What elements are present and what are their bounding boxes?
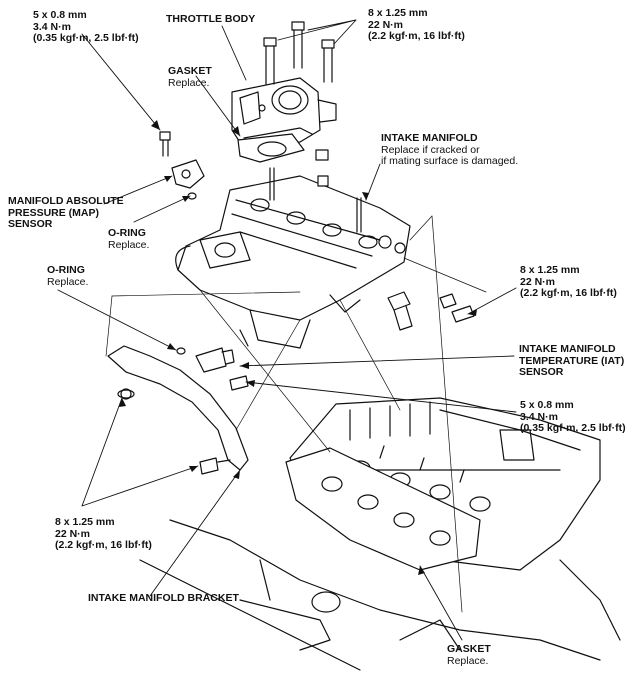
- intake-manifold-title: INTAKE MANIFOLD: [381, 132, 478, 144]
- oring-2-title: O-RING: [47, 264, 85, 276]
- map-sensor: [159, 131, 205, 200]
- map-bolt-size: 5 x 0.8 mm: [33, 9, 87, 21]
- oring-2-label: O-RING Replace.: [47, 264, 89, 288]
- oring-1-note: Replace.: [108, 238, 150, 251]
- oring-1-label: O-RING Replace.: [108, 227, 150, 251]
- iat-bolt-torque-nm: 3.4 N·m: [520, 410, 558, 423]
- leader-lines: [57, 19, 517, 641]
- iat-sensor-label: INTAKE MANIFOLD TEMPERATURE (IAT) SENSOR: [519, 343, 625, 379]
- map-sensor-label: MANIFOLD ABSOLUTE PRESSURE (MAP) SENSOR: [8, 195, 124, 231]
- right-bolts: [387, 291, 475, 331]
- right-bolt-size: 8 x 1.25 mm: [520, 264, 580, 276]
- map-sensor-line-3: SENSOR: [8, 218, 53, 230]
- bracket-bolt-torque-alt: (2.2 kgf·m, 16 lbf·ft): [55, 539, 152, 551]
- throttle-bolt-torque-alt: (2.2 kgf·m, 16 lbf·ft): [368, 30, 465, 42]
- bracket-bolt-torque-nm: 22 N·m: [55, 527, 91, 540]
- manifold-studs: [269, 149, 362, 233]
- throttle-gasket: [237, 133, 305, 163]
- throttle-bolt-size: 8 x 1.25 mm: [368, 7, 428, 19]
- intake-manifold-label: INTAKE MANIFOLD Replace if cracked or if…: [381, 132, 519, 168]
- map-bolt-spec: 5 x 0.8 mm 3.4 N·m (0.35 kgf·m, 2.5 lbf·…: [33, 9, 139, 45]
- iat-sensor-line-3: SENSOR: [519, 366, 564, 378]
- gasket-top-note: Replace.: [168, 76, 210, 89]
- cylinder-head: [289, 397, 601, 571]
- gasket-bottom-label: GASKET Replace.: [447, 643, 491, 667]
- gasket-top-title: GASKET: [168, 65, 212, 77]
- right-bolt-torque-alt: (2.2 kgf·m, 16 lbf·ft): [520, 287, 617, 299]
- bracket-label: INTAKE MANIFOLD BRACKET: [88, 592, 239, 605]
- gasket-bottom-note: Replace.: [447, 654, 489, 667]
- iat-sensor-line-1: INTAKE MANIFOLD: [519, 343, 616, 355]
- right-bolt-torque-nm: 22 N·m: [520, 275, 556, 288]
- oring-1-title: O-RING: [108, 227, 146, 239]
- throttle-body-label: THROTTLE BODY: [166, 13, 256, 26]
- right-bolt-spec: 8 x 1.25 mm 22 N·m (2.2 kgf·m, 16 lbf·ft…: [520, 264, 617, 300]
- throttle-body: [231, 77, 337, 151]
- map-sensor-line-1: MANIFOLD ABSOLUTE: [8, 195, 124, 207]
- throttle-body-bolts: [263, 21, 335, 85]
- bracket-bolt-spec: 8 x 1.25 mm 22 N·m (2.2 kgf·m, 16 lbf·ft…: [55, 516, 152, 552]
- engine-block: [139, 519, 621, 671]
- iat-sensor: [176, 347, 249, 391]
- bracket-bolt-size: 8 x 1.25 mm: [55, 516, 115, 528]
- manifold-bracket: [107, 345, 249, 475]
- throttle-body-title: THROTTLE BODY: [166, 13, 256, 25]
- iat-bolt-spec: 5 x 0.8 mm 3.4 N·m (0.35 kgf·m, 2.5 lbf·…: [520, 399, 626, 435]
- intake-manifold: [175, 175, 411, 349]
- intake-manifold-note-2: if mating surface is damaged.: [381, 155, 519, 167]
- oring-2-note: Replace.: [47, 275, 89, 288]
- iat-bolt-size: 5 x 0.8 mm: [520, 399, 574, 411]
- map-bolt-torque-nm: 3.4 N·m: [33, 20, 71, 33]
- throttle-bolt-spec: 8 x 1.25 mm 22 N·m (2.2 kgf·m, 16 lbf·ft…: [368, 7, 465, 43]
- throttle-bolt-torque-nm: 22 N·m: [368, 18, 404, 31]
- iat-sensor-line-2: TEMPERATURE (IAT): [519, 354, 625, 367]
- intake-manifold-note-1: Replace if cracked or: [381, 143, 480, 156]
- iat-bolt-torque-alt: (0.35 kgf·m, 2.5 lbf·ft): [520, 422, 626, 434]
- gasket-bottom-title: GASKET: [447, 643, 491, 655]
- alignment-lines: [105, 215, 487, 613]
- manifold-gasket: [285, 447, 481, 571]
- arrowheads: [119, 120, 477, 575]
- map-bolt-torque-alt: (0.35 kgf·m, 2.5 lbf·ft): [33, 32, 139, 44]
- map-sensor-line-2: PRESSURE (MAP): [8, 206, 100, 219]
- gasket-top-label: GASKET Replace.: [168, 65, 212, 89]
- bracket-title: INTAKE MANIFOLD BRACKET: [88, 592, 239, 604]
